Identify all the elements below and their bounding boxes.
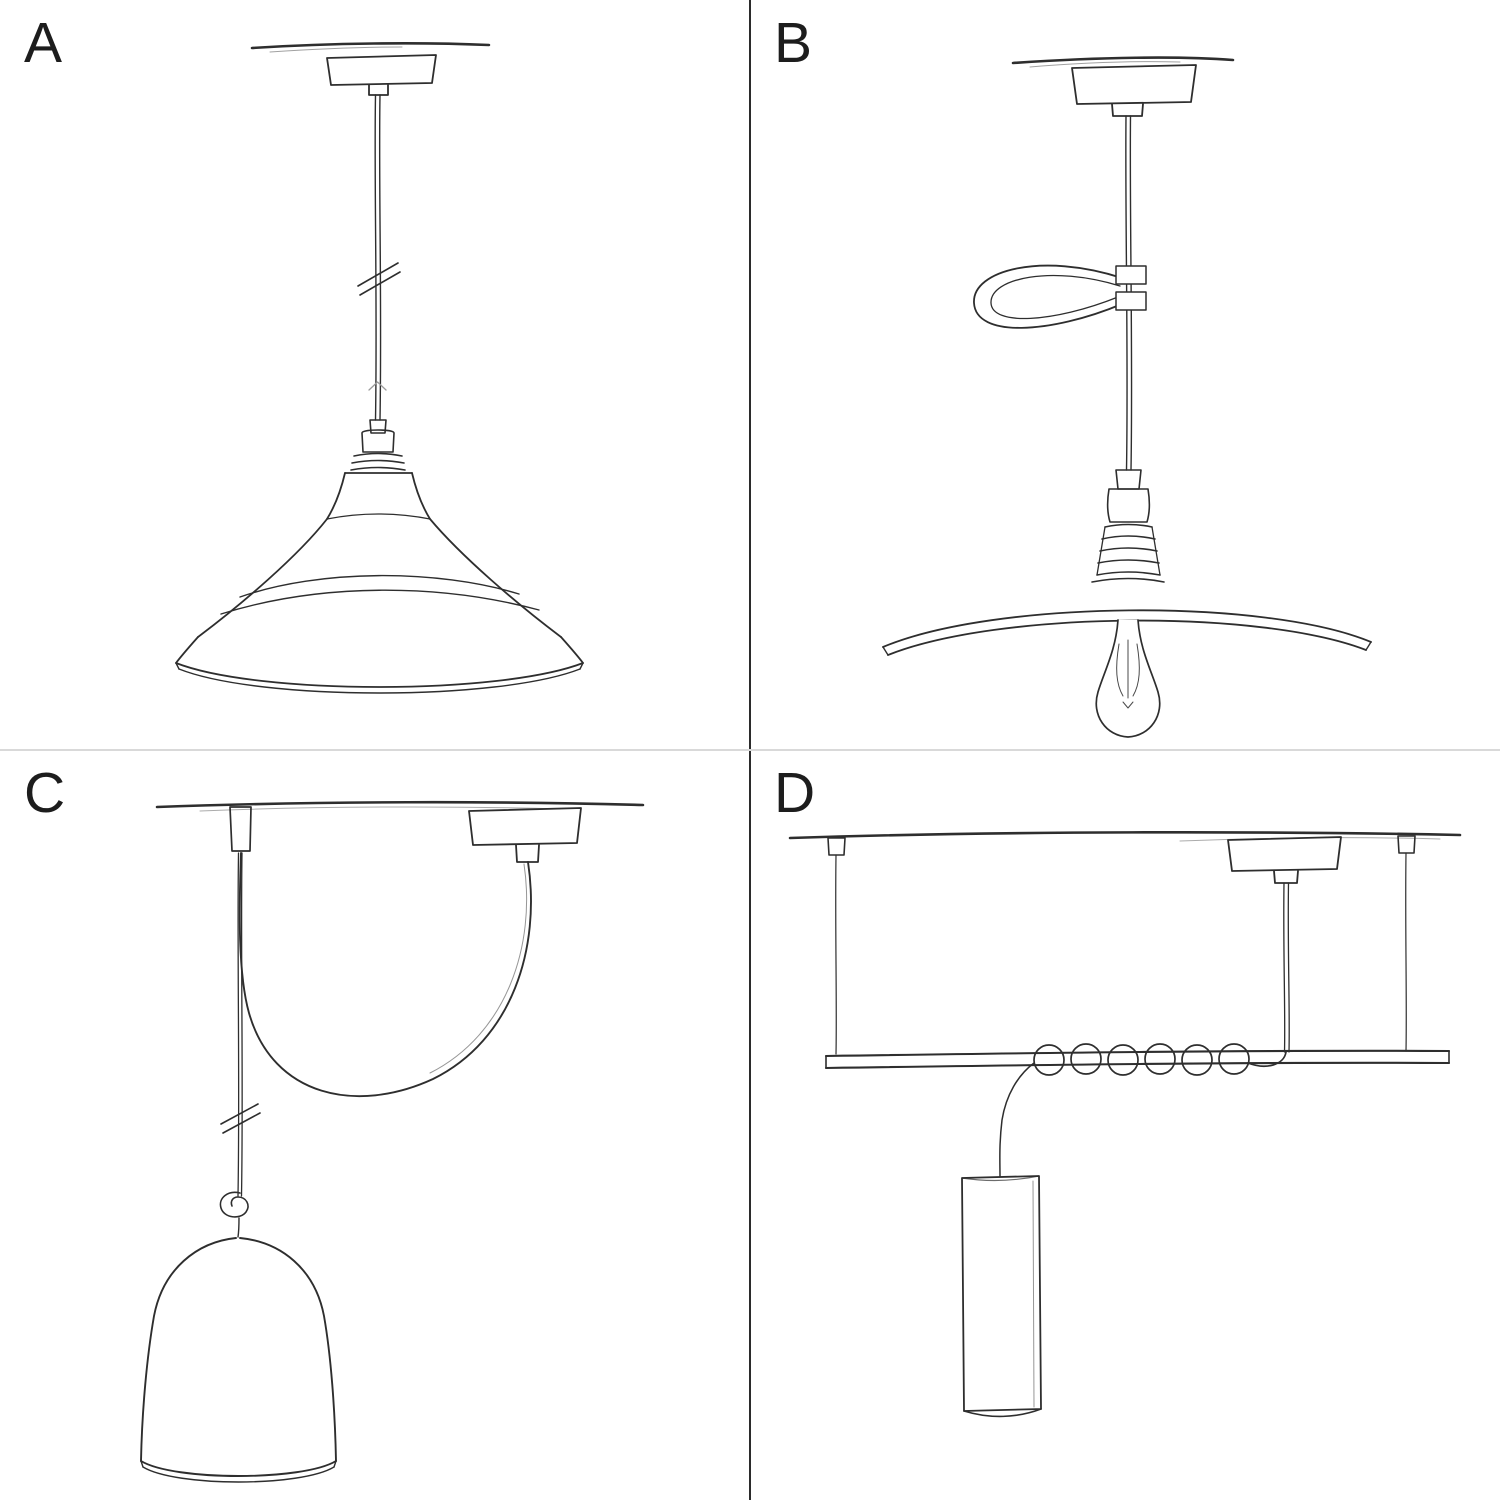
ceiling-line	[788, 830, 1462, 842]
lamp-holder	[350, 419, 406, 471]
pendant-cable	[374, 94, 382, 421]
panel-c: C	[0, 750, 750, 1500]
left-suspension-wire	[827, 837, 846, 1055]
ceiling-line	[1011, 56, 1235, 68]
pendant-lamp-bistro-shade-sketch	[175, 42, 584, 694]
light-bulb	[1095, 619, 1161, 738]
ceiling-rose	[468, 807, 582, 863]
swag-cable	[238, 852, 532, 1097]
panel-a-label: A	[24, 11, 64, 75]
bistro-shade	[175, 472, 584, 694]
ceiling-hook	[229, 806, 252, 852]
tube-shade	[961, 1175, 1042, 1418]
pendant-cable	[1283, 882, 1290, 1053]
panel-c-label: C	[24, 761, 67, 825]
ceiling-rose	[326, 54, 437, 96]
right-suspension-wire	[1397, 835, 1416, 1052]
cable-cut-mark	[357, 262, 401, 296]
cable-knot	[219, 1191, 249, 1238]
coiled-cable	[999, 1043, 1287, 1178]
ceiling-line	[155, 800, 645, 812]
ceiling-rose	[1071, 64, 1197, 117]
drop-cable	[237, 852, 243, 1197]
panel-d: D	[750, 750, 1500, 1500]
swag-pendant-bell-shade-sketch	[140, 800, 645, 1483]
cable-cut-mark	[220, 1103, 261, 1134]
panel-b: B	[750, 0, 1500, 750]
panel-a: A	[0, 0, 750, 750]
pendant-lamp-flat-plate-shade-with-bulb-sketch	[882, 56, 1372, 738]
cable-adjust-chevron	[368, 381, 387, 391]
bell-shade	[140, 1237, 337, 1483]
panel-b-label: B	[774, 11, 814, 75]
horizontal-bar	[824, 1049, 1451, 1070]
horizontal-divider	[0, 749, 1500, 751]
ceiling-line	[250, 42, 491, 53]
lamp-holder	[1091, 469, 1165, 583]
bar-suspension-tube-pendant-sketch	[788, 830, 1462, 1418]
pendant-cable	[1125, 115, 1133, 471]
ceiling-rose	[1227, 836, 1342, 884]
cable-loop-tie	[973, 264, 1147, 329]
panel-d-label: D	[774, 761, 817, 825]
